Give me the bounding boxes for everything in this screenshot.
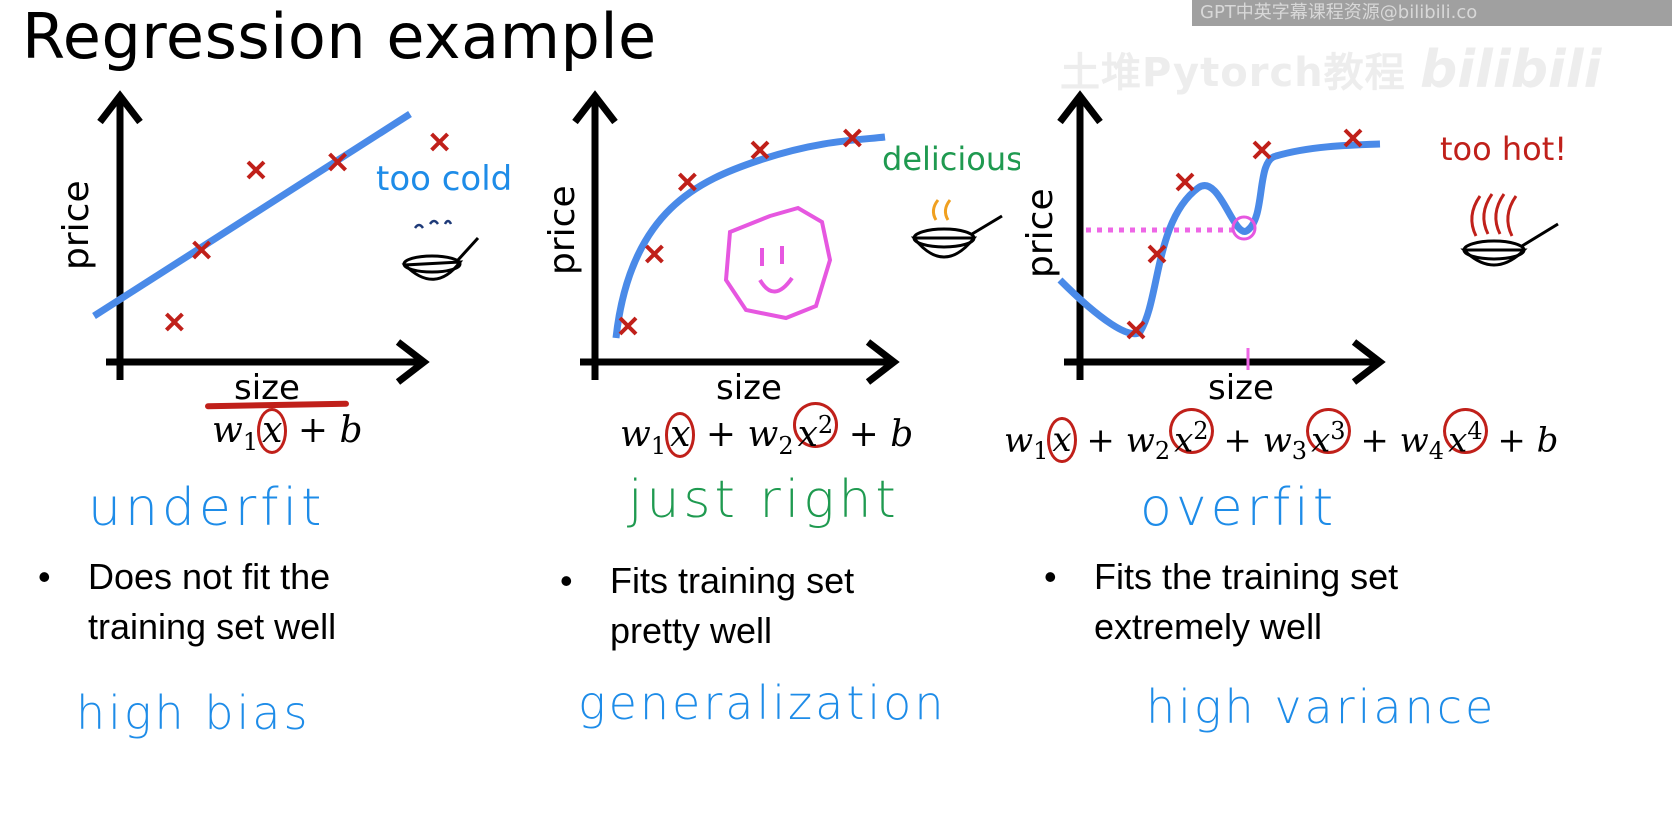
data-point-3 — [246, 160, 266, 180]
bullet-just-right: • Fits training set pretty well — [560, 556, 854, 656]
data-point-5 — [430, 132, 450, 152]
tag-high-variance: high variance — [1146, 680, 1497, 734]
label-just-right: just right — [628, 470, 900, 530]
data-point-2 — [1147, 244, 1167, 264]
data-point-1 — [618, 316, 638, 336]
prediction-point-circle — [1231, 215, 1257, 241]
y-axis-label: price — [60, 180, 97, 270]
just-right-chart: price delicious! — [542, 90, 1020, 385]
label-overfit: overfit — [1140, 478, 1338, 538]
linear-fit-line — [92, 111, 412, 319]
watermark-banner: GPT中英字幕课程资源@bilibili.co — [1192, 0, 1672, 26]
bullet-dot: • — [38, 556, 51, 597]
data-point-4 — [750, 140, 770, 160]
bullet-dot: • — [560, 560, 573, 601]
x-axis-arrow — [1351, 339, 1386, 385]
slide-title: Regression example — [22, 0, 657, 73]
data-point-1 — [164, 312, 184, 332]
y-axis-arrow — [1057, 90, 1103, 125]
data-point-4 — [328, 152, 348, 172]
label-underfit: underfit — [88, 478, 326, 538]
too-hot-annotation: too hot! — [1440, 130, 1567, 267]
note-delicious: delicious! — [882, 140, 1020, 178]
x-axis-arrow — [395, 339, 430, 385]
underfit-chart: price too cold — [60, 90, 512, 385]
bullet-dot: • — [1044, 556, 1057, 597]
x-axis-arrow — [865, 339, 900, 385]
bullet-underfit: • Does not fit the training set well — [38, 552, 336, 652]
y-axis-label: price — [542, 185, 583, 275]
bullet-overfit: • Fits the training set extremely well — [1044, 552, 1398, 652]
data-points — [164, 132, 450, 332]
data-point-1 — [1126, 320, 1146, 340]
y-axis-arrow — [97, 90, 143, 125]
data-point-5 — [1343, 128, 1363, 148]
hot-pan-icon — [1460, 193, 1559, 267]
tag-generalization: generalization — [578, 676, 947, 730]
watermark-logo: bilibili — [1420, 40, 1602, 100]
quadratic-fit-curve — [612, 133, 886, 339]
data-point-2 — [644, 244, 664, 264]
x-axis-label-just-right: size — [716, 368, 782, 408]
note-too-cold: too cold — [376, 159, 512, 199]
quartic-fit-curve — [1057, 140, 1381, 338]
data-points — [1126, 128, 1363, 340]
watermark-brand: 土堆Pytorch教程 — [1060, 50, 1406, 96]
y-axis-label: price — [1020, 188, 1061, 278]
cold-pan-icon — [401, 219, 480, 281]
pan-icon — [910, 199, 1003, 259]
tag-high-bias: high bias — [76, 686, 311, 740]
data-point-3 — [1175, 172, 1195, 192]
smiley-face-icon — [723, 205, 833, 321]
y-axis-arrow — [572, 90, 618, 125]
data-points — [618, 128, 862, 336]
data-point-4 — [1252, 140, 1272, 160]
overfit-chart: price — [1020, 90, 1386, 385]
x-axis-label-overfit: size — [1208, 368, 1274, 408]
data-point-3 — [677, 172, 697, 192]
data-point-5 — [842, 128, 862, 148]
data-point-2 — [192, 240, 212, 260]
note-too-hot: too hot! — [1440, 130, 1567, 168]
